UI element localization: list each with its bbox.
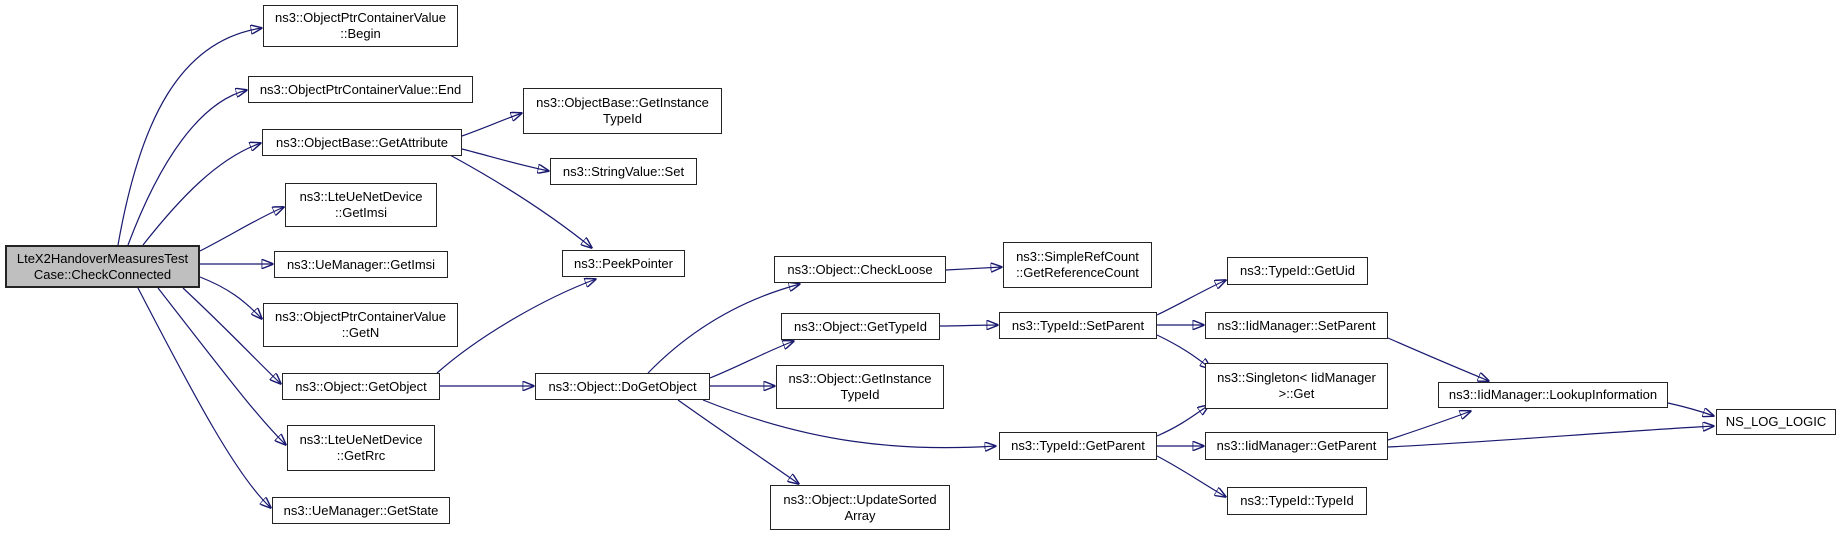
edge-dogetobject-checkloose — [647, 284, 800, 374]
edge-checkloose-simplerefcount — [945, 267, 1002, 270]
edge-root-end — [127, 90, 247, 246]
node-label: ns3::Object::UpdateSorted — [783, 491, 937, 507]
node-object-gettypeid[interactable]: ns3::Object::GetTypeId — [781, 313, 940, 340]
edge-getobject-peekpointer — [436, 279, 596, 374]
edge-typeid-getparent-typeid-typeid — [1156, 455, 1226, 497]
node-label: NS_LOG_LOGIC — [1725, 414, 1827, 429]
node-typeid-typeid[interactable]: ns3::TypeId::TypeId — [1227, 487, 1367, 515]
node-ns-log-logic[interactable]: NS_LOG_LOGIC — [1716, 409, 1836, 435]
edge-root-lteue-getimsi — [199, 207, 284, 252]
node-label: ns3::ObjectPtrContainerValue — [274, 10, 447, 25]
node-label: ns3::LteUeNetDevice — [299, 432, 423, 447]
edge-lookupinformation-ns-log-logic — [1667, 402, 1714, 416]
node-label: TypeId — [602, 111, 643, 126]
edge-root-getstate — [137, 287, 271, 508]
node-checkloose[interactable]: ns3::Object::CheckLoose — [774, 256, 946, 283]
node-label: ns3::Object::CheckLoose — [787, 261, 933, 277]
edge-getattribute-objectbase-getinstancetypeid — [461, 113, 522, 137]
node-label: LteX2HandoverMeasuresTest — [16, 250, 189, 266]
node-iidmanager-setparent[interactable]: ns3::IidManager::SetParent — [1205, 312, 1388, 339]
node-label: ns3::IidManager::LookupInformation — [1448, 387, 1658, 402]
node-object-getinstancetypeid[interactable]: ns3::Object::GetInstance TypeId — [776, 365, 944, 409]
node-iidmanager-getparent[interactable]: ns3::IidManager::GetParent — [1205, 432, 1388, 460]
edge-typeid-setparent-singleton-get — [1156, 334, 1211, 369]
node-label: ns3::IidManager::GetParent — [1216, 438, 1377, 453]
edge-root-getobject — [182, 287, 281, 384]
node-label: ns3::Object::GetInstance — [788, 371, 932, 386]
node-label: ::Begin — [340, 26, 381, 41]
node-getrrc[interactable]: ns3::LteUeNetDevice ::GetRrc — [287, 425, 435, 471]
node-stringvalue-set[interactable]: ns3::StringValue::Set — [550, 158, 697, 185]
node-lteue-getimsi[interactable]: ns3::LteUeNetDevice ::GetImsi — [285, 183, 437, 227]
edge-iidmanager-getparent-ns-log-logic — [1387, 426, 1714, 448]
node-label: ns3::Object::DoGetObject — [548, 378, 697, 394]
node-label: ns3::StringValue::Set — [562, 163, 685, 179]
node-getstate[interactable]: ns3::UeManager::GetState — [272, 497, 450, 524]
edge-dogetobject-object-gettypeid — [709, 341, 794, 379]
node-label: ns3::LteUeNetDevice — [299, 189, 423, 204]
node-label: ::GetImsi — [334, 205, 387, 220]
node-updatesortedarray[interactable]: ns3::Object::UpdateSorted Array — [770, 485, 950, 530]
node-singleton-get[interactable]: ns3::Singleton< IidManager >::Get — [1205, 363, 1388, 409]
node-objectbase-getinstancetypeid[interactable]: ns3::ObjectBase::GetInstance TypeId — [523, 88, 722, 134]
node-begin[interactable]: ns3::ObjectPtrContainerValue ::Begin — [263, 5, 458, 47]
node-label: TypeId — [840, 387, 880, 402]
node-end[interactable]: ns3::ObjectPtrContainerValue::End — [248, 76, 473, 103]
node-label: ns3::Object::GetTypeId — [794, 318, 927, 334]
node-label: >::Get — [1278, 386, 1315, 401]
node-label: ns3::TypeId::TypeId — [1240, 493, 1354, 508]
edge-getattribute-peekpointer — [449, 154, 592, 248]
node-label: ns3::ObjectBase::GetInstance — [536, 95, 709, 110]
edge-root-getn — [199, 276, 262, 319]
node-getobject[interactable]: ns3::Object::GetObject — [282, 373, 440, 400]
node-label: ns3::UeManager::GetImsi — [286, 256, 436, 272]
edge-root-getattribute — [142, 143, 261, 246]
node-label: ns3::Singleton< IidManager — [1217, 370, 1376, 385]
node-label: ::GetRrc — [336, 448, 386, 463]
node-getn[interactable]: ns3::ObjectPtrContainerValue ::GetN — [263, 303, 458, 347]
node-typeid-getparent[interactable]: ns3::TypeId::GetParent — [999, 432, 1157, 460]
node-typeid-setparent[interactable]: ns3::TypeId::SetParent — [999, 312, 1157, 339]
edge-dogetobject-updatesortedarray — [677, 399, 799, 484]
node-label: ns3::ObjectPtrContainerValue::End — [259, 81, 462, 97]
node-label: ns3::Object::GetObject — [295, 378, 427, 394]
node-label: ::GetN — [341, 325, 380, 340]
edge-object-gettypeid-typeid-setparent — [939, 325, 998, 326]
node-simplerefcount[interactable]: ns3::SimpleRefCount ::GetReferenceCount — [1003, 242, 1152, 288]
node-label: ns3::PeekPointer — [573, 255, 673, 271]
node-label: ns3::TypeId::GetParent — [1011, 438, 1145, 453]
node-peekpointer[interactable]: ns3::PeekPointer — [562, 250, 685, 277]
node-root: LteX2HandoverMeasuresTest Case::CheckCon… — [5, 245, 200, 288]
edge-iidmanager-setparent-lookupinformation — [1387, 337, 1489, 381]
node-uemanager-getimsi[interactable]: ns3::UeManager::GetImsi — [274, 251, 448, 278]
node-label: ns3::ObjectPtrContainerValue — [274, 309, 447, 324]
edge-dogetobject-typeid-getparent — [702, 399, 996, 448]
node-lookupinformation[interactable]: ns3::IidManager::LookupInformation — [1438, 382, 1668, 408]
node-label: Case::CheckConnected — [33, 266, 172, 282]
edge-iidmanager-getparent-lookupinformation — [1387, 411, 1471, 441]
node-typeid-getuid[interactable]: ns3::TypeId::GetUid — [1227, 257, 1368, 285]
edge-root-getrrc — [157, 287, 286, 445]
node-dogetobject[interactable]: ns3::Object::DoGetObject — [535, 373, 710, 400]
edge-typeid-setparent-typeid-getuid — [1156, 280, 1226, 316]
node-label: ns3::ObjectBase::GetAttribute — [276, 134, 448, 150]
node-label: ::GetReferenceCount — [1016, 265, 1139, 280]
edge-typeid-getparent-singleton-get — [1156, 405, 1209, 437]
node-label: ns3::UeManager::GetState — [283, 502, 439, 518]
node-getattribute[interactable]: ns3::ObjectBase::GetAttribute — [262, 129, 462, 156]
node-label: ns3::TypeId::SetParent — [1011, 317, 1145, 333]
node-label: ns3::SimpleRefCount — [1016, 249, 1139, 264]
node-label: ns3::IidManager::SetParent — [1217, 317, 1376, 333]
edge-getattribute-stringvalue-set — [461, 148, 549, 171]
node-label: ns3::TypeId::GetUid — [1240, 263, 1355, 278]
node-label: Array — [844, 507, 876, 523]
edge-root-begin — [117, 28, 262, 246]
